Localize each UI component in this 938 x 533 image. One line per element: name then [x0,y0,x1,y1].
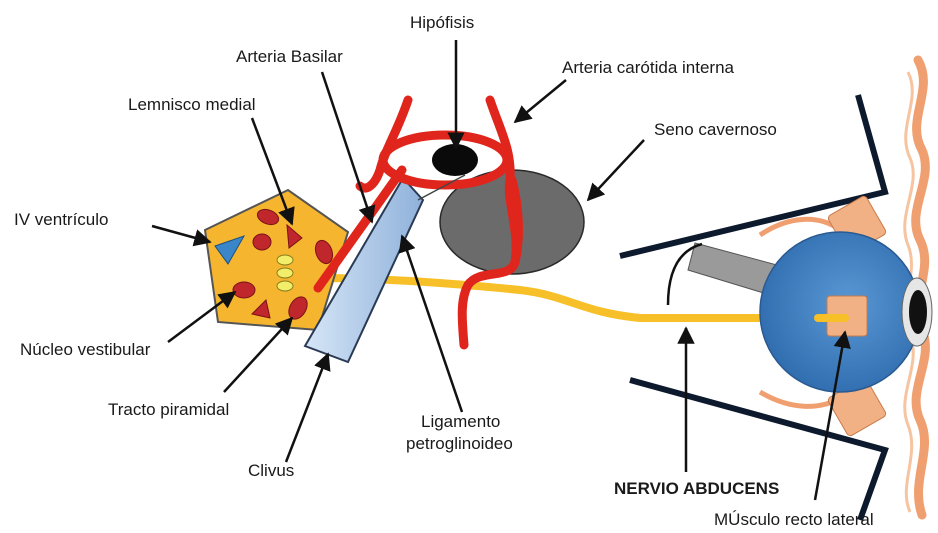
pituitary-gland [432,144,478,176]
label-seno-cavernoso: Seno cavernoso [654,120,777,139]
label-musculo-recto: MÚsculo recto lateral [714,510,874,529]
label-nervio-abducens: NERVIO ABDUCENS [614,479,779,498]
label-arteria-basilar: Arteria Basilar [236,47,343,66]
label-hipofisis: Hipófisis [410,13,474,32]
label-nucleo-vestibular: Núcleo vestibular [20,340,151,359]
small-nuclei [277,255,293,291]
cornea [902,278,932,346]
label-ligamento-line2: petroglinoideo [406,434,513,453]
label-ligamento-line1: Ligamento [421,412,500,431]
label-arteria-carotida: Arteria carótida interna [562,58,735,77]
label-clivus: Clivus [248,461,294,480]
label-lemnisco-medial: Lemnisco medial [128,95,256,114]
label-tracto-piramidal: Tracto piramidal [108,400,229,419]
label-iv-ventriculo: IV ventrículo [14,210,109,229]
